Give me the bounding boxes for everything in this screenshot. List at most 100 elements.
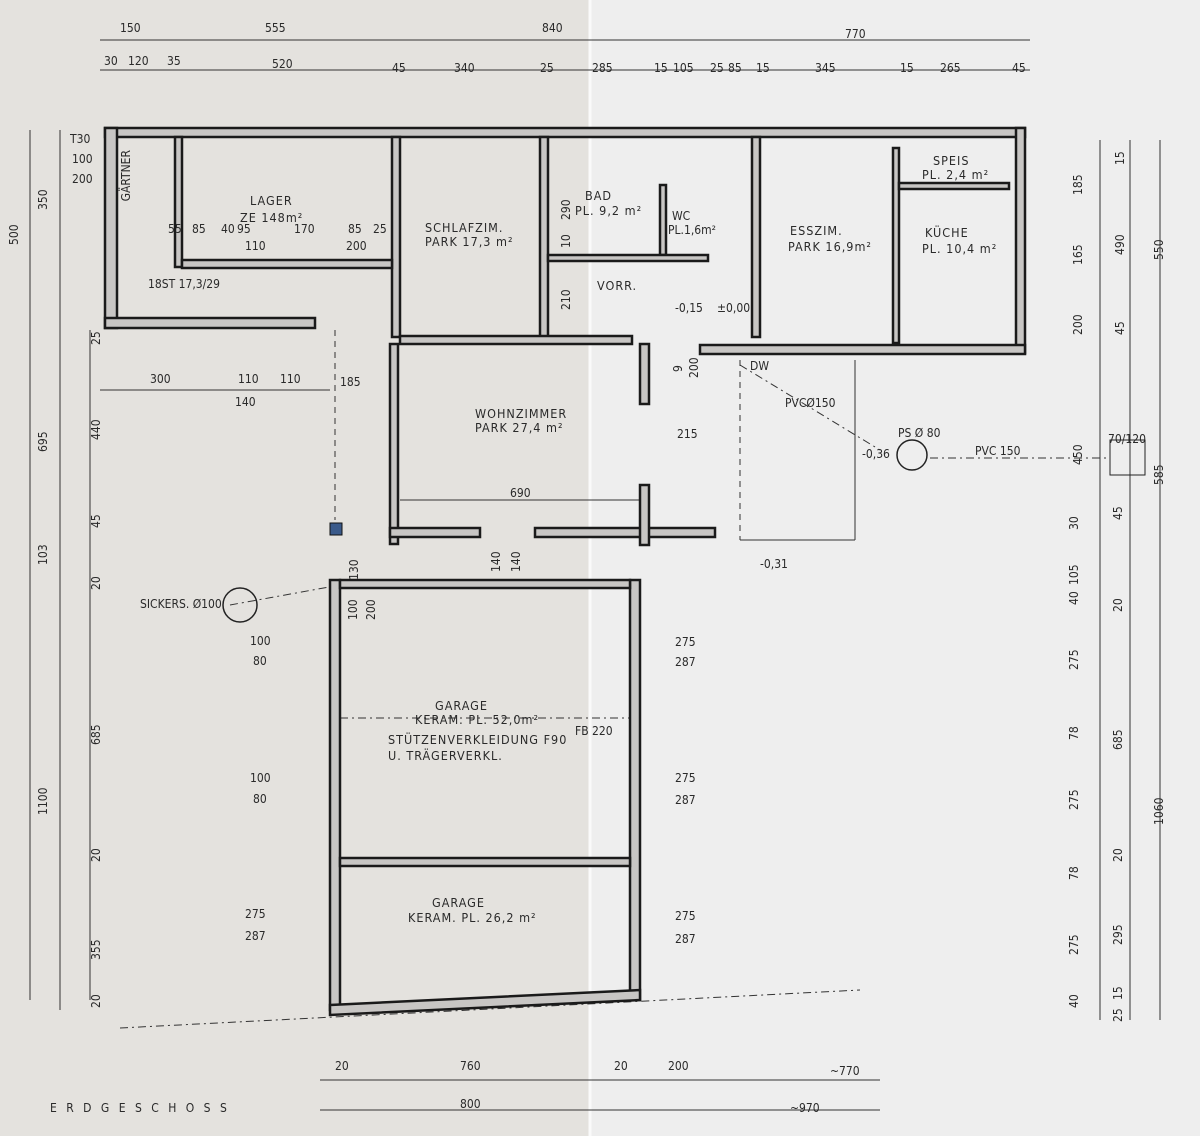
dimension-label: 287 bbox=[675, 655, 696, 669]
dimension-label: 440 bbox=[89, 419, 103, 440]
left-dimensions: 500 350 T30 100 200 695 440 25 103 45 20… bbox=[7, 132, 103, 1008]
dimension-label: 20 bbox=[1111, 598, 1125, 612]
dimension-label: 85 bbox=[192, 222, 206, 236]
dimension-label: 1060 bbox=[1152, 797, 1166, 825]
dimension-label: 290 bbox=[559, 199, 573, 220]
dimension-label: 25 bbox=[540, 61, 554, 75]
ps-manhole bbox=[896, 439, 928, 471]
dimension-label: 78 bbox=[1067, 726, 1081, 740]
room-garage2: GARAGE bbox=[432, 895, 485, 910]
right-dimensions: 185 165 200 15 490 45 550 450 585 30 105… bbox=[1067, 151, 1166, 1022]
room-speis-area: PL. 2,4 m² bbox=[922, 167, 989, 182]
dimension-label: 200 bbox=[1071, 314, 1085, 335]
dimension-label: 15 bbox=[654, 61, 668, 75]
dimension-label: 185 bbox=[340, 375, 361, 389]
dimension-label: 140 bbox=[509, 551, 523, 572]
plan-title: E R D G E S C H O S S bbox=[50, 1101, 230, 1115]
top-dimensions: 150 555 840 770 30 120 35 520 45 340 25 … bbox=[104, 21, 1026, 75]
dimension-label: 215 bbox=[677, 427, 698, 441]
dimension-label: 140 bbox=[235, 395, 256, 409]
dimension-label: 520 bbox=[272, 57, 293, 71]
dimension-label: 275 bbox=[1067, 934, 1081, 955]
stair-label: 18ST 17,3/29 bbox=[148, 277, 220, 291]
dimension-label: 685 bbox=[1111, 729, 1125, 750]
dimension-label: 105 bbox=[673, 61, 694, 75]
dimension-label: 40 bbox=[1067, 994, 1081, 1008]
dimension-label: 840 bbox=[542, 21, 563, 35]
dimension-label: T30 bbox=[69, 132, 90, 146]
dimension-label: 185 bbox=[1071, 174, 1085, 195]
inspection-chamber bbox=[1109, 439, 1146, 476]
dimension-label: 15 bbox=[1111, 986, 1125, 1000]
room-labels: LAGER ZE 148m² SCHLAFZIM. PARK 17,3 m² B… bbox=[118, 150, 997, 925]
dimension-label: 760 bbox=[460, 1059, 481, 1073]
dimension-label: 120 bbox=[128, 54, 149, 68]
dimension-label: FB 220 bbox=[575, 724, 613, 738]
dimension-label: 103 bbox=[36, 544, 50, 565]
dimension-label: 45 bbox=[392, 61, 406, 75]
dimension-label: 85 bbox=[348, 222, 362, 236]
dimension-label: 355 bbox=[89, 939, 103, 960]
room-esszim: ESSZIM. bbox=[790, 223, 843, 238]
room-schlafzim: SCHLAFZIM. bbox=[425, 220, 503, 235]
dimension-label: 170 bbox=[294, 222, 315, 236]
dimension-label: 25 bbox=[1111, 1008, 1125, 1022]
room-kueche-area: PL. 10,4 m² bbox=[922, 241, 997, 256]
dimension-label: 15 bbox=[1113, 151, 1127, 165]
dimension-label: 45 bbox=[89, 514, 103, 528]
dimension-label: 105 bbox=[1067, 564, 1081, 585]
dimension-label: 1100 bbox=[36, 787, 50, 815]
dimension-label: 20 bbox=[89, 848, 103, 862]
dimension-label: 265 bbox=[940, 61, 961, 75]
dimension-label: 200 bbox=[364, 599, 378, 620]
room-esszim-area: PARK 16,9m² bbox=[788, 239, 872, 254]
room-wohnzimmer: WOHNZIMMER bbox=[475, 406, 567, 421]
dimension-label: ±0,00 bbox=[717, 301, 750, 315]
dimension-label: 550 bbox=[1152, 239, 1166, 260]
walls bbox=[103, 126, 1027, 1017]
dimension-label: 110 bbox=[280, 372, 301, 386]
dimension-label: -0,31 bbox=[760, 557, 788, 571]
dimension-label: 555 bbox=[265, 21, 286, 35]
dimension-label: 40 bbox=[1067, 591, 1081, 605]
dimension-label: 20 bbox=[89, 994, 103, 1008]
dimension-lines bbox=[29, 39, 1161, 1111]
dimension-label: 140 bbox=[489, 551, 503, 572]
room-speis: SPEIS bbox=[933, 153, 969, 168]
room-kueche: KÜCHE bbox=[925, 224, 969, 240]
dimension-label: 690 bbox=[510, 486, 531, 500]
dimension-label: 100 bbox=[250, 771, 271, 785]
dimension-label: 275 bbox=[1067, 649, 1081, 670]
dimension-label: 78 bbox=[1067, 866, 1081, 880]
dimension-label: 20 bbox=[335, 1059, 349, 1073]
room-garage1-note1: STÜTZENVERKLEIDUNG F90 bbox=[388, 731, 567, 747]
dimension-label: -0,36 bbox=[862, 447, 890, 461]
dimension-label: 45 bbox=[1111, 506, 1125, 520]
annotations: 300 110 110 185 140 690 215 140 140 -0,3… bbox=[140, 199, 1146, 946]
room-lager: LAGER bbox=[250, 193, 293, 208]
dimension-label: 800 bbox=[460, 1097, 481, 1111]
dimension-label: 450 bbox=[1071, 444, 1085, 465]
dimension-label: 150 bbox=[120, 21, 141, 35]
dimension-label: 490 bbox=[1113, 234, 1127, 255]
dimension-label: PS Ø 80 bbox=[898, 426, 941, 440]
dimension-label: 100 bbox=[72, 152, 93, 166]
dimension-label: 295 bbox=[1111, 924, 1125, 945]
dimension-label: 340 bbox=[454, 61, 475, 75]
dimension-label: 70/120 bbox=[1108, 432, 1146, 446]
room-lager-area: ZE 148m² bbox=[240, 210, 303, 225]
dimension-label: 275 bbox=[245, 907, 266, 921]
dimension-label: 500 bbox=[7, 224, 21, 245]
room-wc: WC bbox=[672, 209, 690, 223]
dimension-label: 287 bbox=[675, 932, 696, 946]
dimension-label: 15 bbox=[900, 61, 914, 75]
dimension-label: 20 bbox=[1111, 848, 1125, 862]
dimension-label: 30 bbox=[104, 54, 118, 68]
dimension-label: 285 bbox=[592, 61, 613, 75]
dimension-label: 55 bbox=[168, 222, 182, 236]
dimension-label: 9 bbox=[671, 365, 685, 372]
dimension-label: 45 bbox=[1113, 321, 1127, 335]
dimension-label: 80 bbox=[253, 654, 267, 668]
dimension-label: 80 bbox=[253, 792, 267, 806]
room-gaertner: GÄRTNER bbox=[118, 150, 133, 202]
